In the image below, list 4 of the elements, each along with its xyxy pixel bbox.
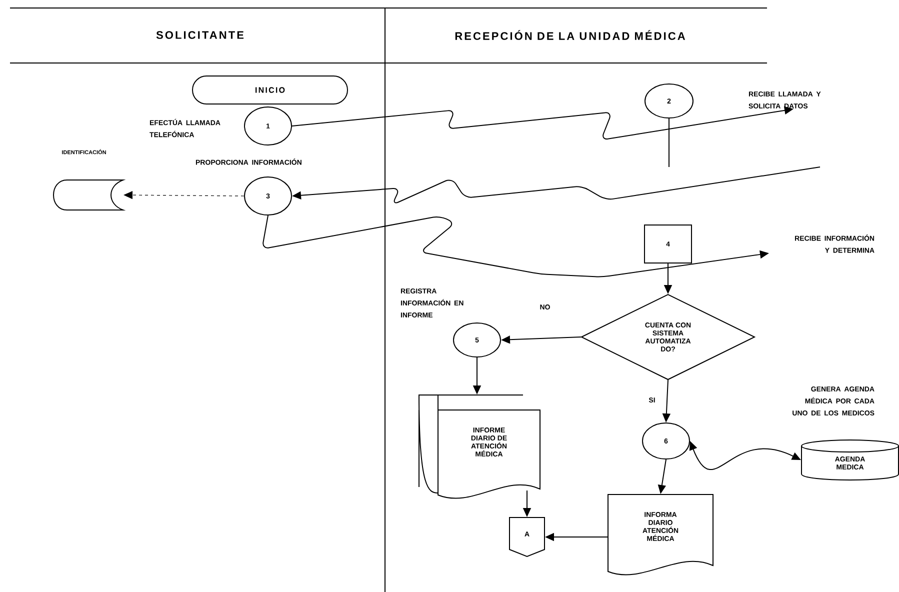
start-terminator: INICIO [192,76,348,104]
arrow [124,191,244,200]
lane-header: SOLICITANTE [156,31,244,39]
lane-header: RECEPCIÓN DE LA UNIDAD MÉDICA [455,30,686,40]
